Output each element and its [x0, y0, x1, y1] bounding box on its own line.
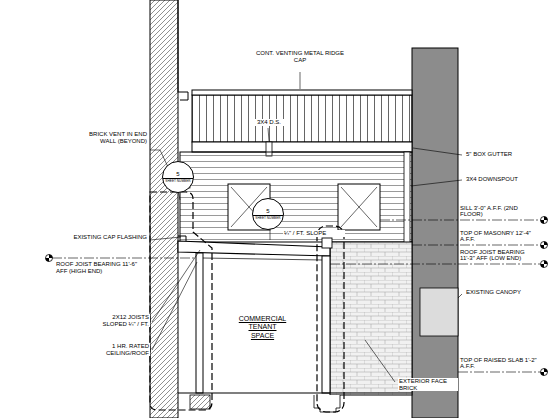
- leader-line: [268, 128, 269, 141]
- metal-roof: [192, 95, 412, 142]
- leader-line: [300, 72, 301, 89]
- level-marker: [46, 217, 548, 376]
- ceiling-line: [203, 258, 322, 260]
- level-line: [458, 372, 540, 373]
- leader-line: [150, 237, 181, 240]
- adjacent-building: [412, 48, 458, 418]
- rated-wall: [322, 256, 330, 393]
- room-label: COMMERCIAL TENANT SPACE: [203, 262, 322, 393]
- note-label: EXISTING CANOPY: [465, 289, 540, 296]
- footing: [190, 395, 210, 409]
- note-label: BRICK VENT IN END WALL (BEYOND): [84, 131, 148, 144]
- note-label: ROOF JOIST BEARING 11'-3" AFF (LOW END): [459, 249, 539, 262]
- box-gutter: [192, 142, 412, 152]
- note-label: EXISTING CAP FLASHING: [66, 234, 148, 241]
- note-label: 2X12 JOISTS SLOPED ¼" / FT.: [92, 314, 150, 327]
- window-frame: [338, 184, 380, 230]
- note-label: 3X4 DOWNSPOUT: [465, 176, 540, 183]
- leader-line: [152, 250, 200, 322]
- rated-wall: [196, 253, 203, 393]
- note-label: EXTERIOR FACE BRICK: [398, 378, 458, 391]
- footing: [314, 395, 340, 412]
- existing-canopy: [420, 288, 458, 336]
- note-label: SILL 3'-0" A.F.F. (2ND FLOOR): [459, 205, 539, 218]
- face-brick: [330, 242, 412, 395]
- callout-number: 5: [163, 171, 193, 179]
- leader-line: [458, 294, 462, 298]
- parapet-cap: [178, 0, 188, 100]
- leader-line: [413, 148, 462, 155]
- roof-edge: [322, 238, 332, 248]
- level-line: [330, 264, 540, 265]
- sheet-number: SHEET NUMBER: [165, 179, 190, 183]
- note-label: ¼" / FT. SLOPE: [283, 230, 345, 237]
- note-label: 5" BOX GUTTER: [465, 151, 540, 158]
- note-label: 3X4 D.S.: [250, 119, 288, 126]
- cap-flashing: [178, 236, 186, 241]
- section-callout: 5SHEET NUMBER: [162, 161, 194, 193]
- ridge-cap: [192, 90, 412, 95]
- space-name: COMMERCIAL TENANT SPACE: [239, 315, 287, 339]
- note-label: CONT. VENTING METAL RIDGE CAP: [252, 50, 348, 63]
- note-label: TOP OF RAISED SLAB 1'-2" A.F.F.: [459, 357, 539, 370]
- level-line: [412, 245, 540, 246]
- level-line: [52, 258, 196, 259]
- leader-line: [365, 340, 395, 382]
- leader-line: [270, 229, 271, 240]
- slab-line: [178, 392, 412, 393]
- level-line: [380, 220, 540, 221]
- note-label: TOP OF MASONRY 12'-4" A.F.F.: [459, 230, 539, 243]
- callout-number: 5: [253, 208, 283, 216]
- level-lines: [52, 220, 540, 372]
- detail-boundary: [150, 192, 212, 410]
- siding-wall: [180, 152, 412, 242]
- existing-wall: [150, 0, 178, 418]
- note-label: 1 HR. RATED CEILING/ROOF: [82, 343, 150, 356]
- section-callout: 5SHEET NUMBER: [252, 198, 284, 230]
- leader-line: [150, 150, 168, 167]
- leader-line: [152, 262, 197, 350]
- detail-boundary: [317, 226, 344, 412]
- leader-line: [411, 180, 462, 186]
- note-label: ROOF JOIST BEARING 11'-6" AFF (HIGH END): [55, 261, 147, 274]
- sheet-number: SHEET NUMBER: [255, 216, 280, 220]
- window: [338, 184, 380, 230]
- window-swing: [341, 187, 377, 227]
- leader-lines: [150, 72, 462, 382]
